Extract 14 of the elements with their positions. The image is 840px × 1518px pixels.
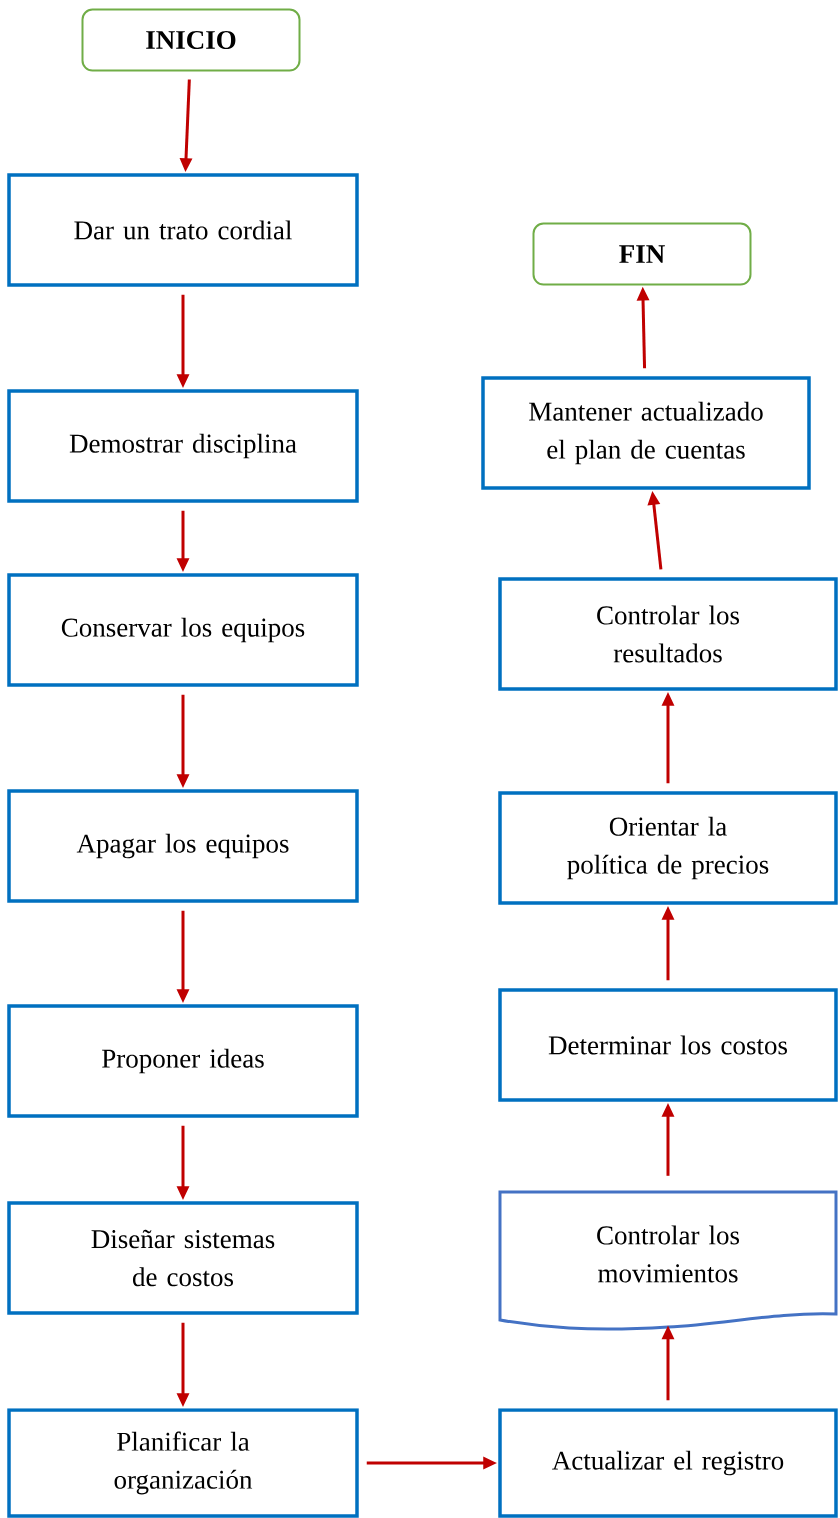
terminal-box: INICIO: [81, 8, 301, 72]
process-box: Conservar los equipos: [7, 573, 359, 687]
terminal-box: FIN: [532, 222, 752, 286]
process-box: Diseñar sistemas de costos: [7, 1201, 359, 1315]
process-box: Apagar los equipos: [7, 789, 359, 903]
process-box: Demostrar disciplina: [7, 389, 359, 503]
process-box: Determinar los costos: [498, 988, 838, 1102]
process-box: Mantener actualizado el plan de cuentas: [481, 376, 811, 490]
process-box: Planificar la organización: [7, 1408, 359, 1518]
process-box: Proponer ideas: [7, 1004, 359, 1118]
process-box: Dar un trato cordial: [7, 173, 359, 287]
process-box: Controlar los resultados: [498, 577, 838, 691]
process-box: Orientar la política de precios: [498, 791, 838, 905]
process-box: Actualizar el registro: [498, 1408, 838, 1518]
